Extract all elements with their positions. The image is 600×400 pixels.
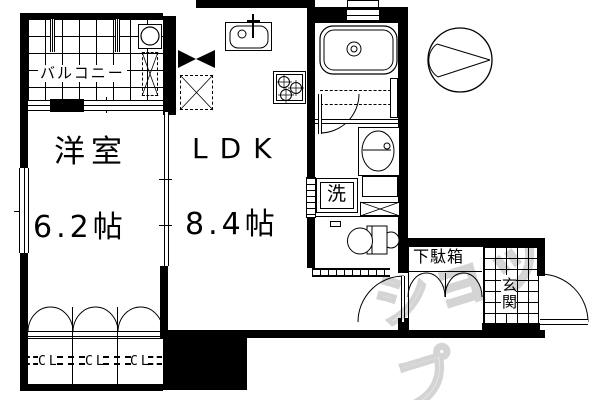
wall-top-left bbox=[20, 13, 163, 19]
wall-bottom-block bbox=[163, 334, 247, 390]
closet-dash-mark bbox=[57, 356, 85, 365]
closet-label: CL bbox=[85, 354, 107, 369]
ldk-size: 8.4帖 bbox=[185, 207, 279, 242]
bathroom-window bbox=[347, 9, 379, 21]
closet-dash-mark bbox=[25, 356, 38, 365]
closet-label: CL bbox=[38, 354, 60, 369]
closet-dash-mark bbox=[103, 356, 131, 365]
bathroom-divider bbox=[315, 119, 398, 124]
wash-basin-box bbox=[358, 127, 400, 176]
washing-machine-inner bbox=[320, 182, 354, 209]
wall-bottom-main bbox=[160, 330, 545, 338]
wall-ldk-right-lower bbox=[307, 217, 315, 268]
wall-partition-bottom bbox=[160, 266, 168, 332]
bathtub-icon bbox=[319, 25, 398, 75]
toilet-sliding-door bbox=[312, 268, 390, 277]
wall-bottom-left bbox=[20, 384, 163, 391]
door-frame-line bbox=[538, 276, 539, 323]
louver-door bbox=[306, 177, 316, 218]
meter-box-icon bbox=[178, 50, 215, 68]
closet-label: CL bbox=[130, 354, 152, 369]
wall-entrance-right bbox=[537, 247, 545, 276]
closet-track-line bbox=[28, 331, 163, 332]
toilet-icon bbox=[347, 225, 400, 255]
pipe-space-dashed-box bbox=[180, 75, 213, 110]
balcony-sliding-window bbox=[28, 100, 163, 111]
kitchen-counter bbox=[225, 22, 272, 51]
shoe-cabinet-label: 下駄箱 bbox=[413, 247, 465, 266]
wall-top-middle bbox=[196, 0, 315, 8]
west-room-size: 6.2帖 bbox=[33, 210, 127, 245]
closet-dash-mark bbox=[148, 356, 162, 365]
bath-counter bbox=[390, 78, 398, 118]
washer-label: 洗 bbox=[327, 183, 347, 205]
partition-tick bbox=[159, 225, 172, 226]
balcony-partition-line bbox=[50, 19, 55, 52]
west-room-window bbox=[19, 168, 29, 253]
closet-divider bbox=[72, 307, 73, 384]
wall-ldk-right-upper bbox=[307, 6, 315, 177]
closet-track-line bbox=[28, 336, 163, 337]
bath-floor-line bbox=[320, 104, 396, 105]
closet-doors-arcs bbox=[27, 306, 164, 333]
closet-divider bbox=[117, 307, 118, 384]
basin-side-counter bbox=[362, 176, 398, 197]
bath-floor-line bbox=[320, 90, 396, 91]
wall-right bbox=[398, 12, 408, 273]
partition-tick bbox=[159, 179, 172, 180]
storage-dashed-box bbox=[142, 52, 158, 96]
shoe-cabinet-line bbox=[408, 271, 482, 272]
north-arrow-icon bbox=[427, 27, 493, 93]
toilet-room-wall-line bbox=[315, 216, 398, 217]
ldk-label: LDK bbox=[192, 132, 284, 165]
storage-x-box bbox=[360, 202, 400, 216]
balcony-label: バルコニー bbox=[38, 64, 127, 82]
wall-balcony-right bbox=[163, 16, 176, 115]
wall-entrance-bottom bbox=[482, 323, 540, 331]
entrance-label: 玄関 bbox=[500, 275, 518, 313]
bath-door-leaf bbox=[318, 94, 322, 134]
wall-door-stub bbox=[398, 318, 408, 334]
balcony-window-pier bbox=[50, 99, 84, 112]
water-heater-box bbox=[138, 24, 162, 49]
west-room-label: 洋室 bbox=[54, 134, 128, 170]
closet-top-line bbox=[28, 338, 163, 339]
balcony-partition-line bbox=[115, 19, 120, 52]
wall-shoe-top bbox=[405, 238, 545, 247]
toilet-paper-holder bbox=[330, 221, 341, 227]
bathroom-door-arc bbox=[319, 93, 360, 134]
room-partition-sliding-door bbox=[164, 112, 169, 266]
stove-inner bbox=[276, 74, 303, 101]
